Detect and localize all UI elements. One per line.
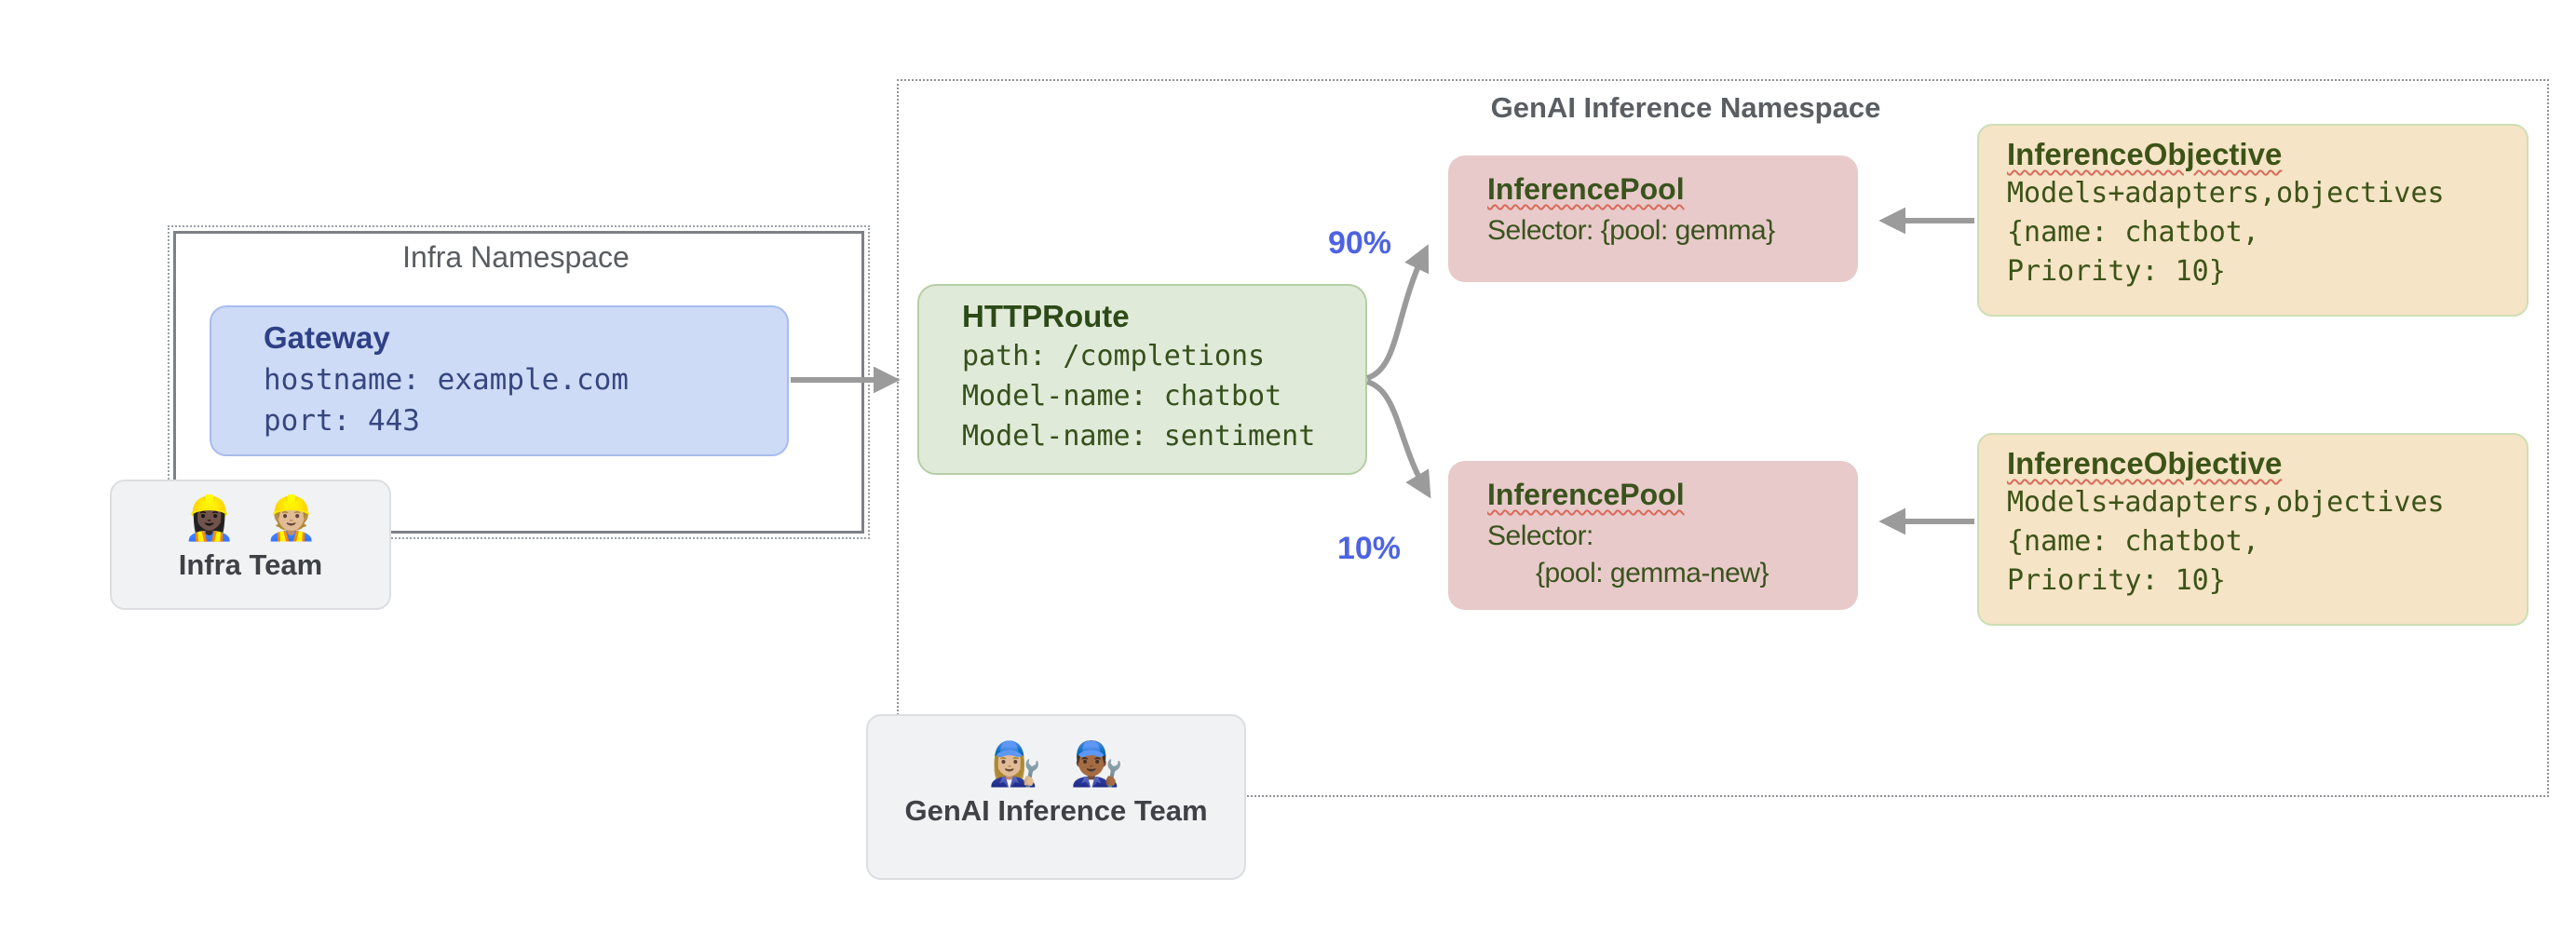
genai-inference-namespace-box	[897, 79, 2549, 797]
inferencepool-gemma-box: InferencePool Selector: {pool: gemma}	[1448, 156, 1858, 282]
construction-worker-emojis: 👷🏿‍♀️ 👷🏼	[183, 494, 319, 542]
inferencepool-gemma-new-title: InferencePool	[1487, 478, 1685, 511]
gateway-title: Gateway	[264, 320, 390, 355]
inferencepool-gemma-new-selector: Selector:	[1487, 521, 1593, 551]
httproute-model-chatbot: Model-name: chatbot	[962, 380, 1282, 412]
inferenceobjective-top-title: InferenceObjective	[2007, 137, 2283, 171]
mechanic-emojis: 👩🏼‍🔧 👨🏾‍🔧	[988, 739, 1124, 788]
inferenceobjective-bottom-title: InferenceObjective	[2007, 446, 2283, 480]
inferenceobjective-bottom-models: Models+adapters,objectives	[2007, 486, 2445, 519]
genai-inference-namespace-title: GenAI Inference Namespace	[1490, 91, 1881, 124]
inferenceobjective-top-priority: Priority: 10}	[2007, 255, 2226, 288]
inferenceobjective-bottom-name: {name: chatbot,	[2007, 525, 2259, 558]
infra-namespace-title: Infra Namespace	[402, 240, 630, 274]
genai-inference-team-box: 👩🏼‍🔧 👨🏾‍🔧 GenAI Inference Team	[866, 714, 1246, 880]
inferenceobjective-bottom-priority: Priority: 10}	[2007, 564, 2226, 597]
inferencepool-gemma-selector: Selector: {pool: gemma}	[1487, 215, 1775, 246]
gateway-hostname: hostname: example.com	[264, 363, 629, 397]
httproute-title: HTTPRoute	[962, 299, 1130, 333]
inferenceobjective-top-box: InferenceObjective Models+adapters,objec…	[1977, 124, 2529, 317]
inferenceobjective-top-name: {name: chatbot,	[2007, 216, 2259, 249]
infra-team-box: 👷🏿‍♀️ 👷🏼 Infra Team	[110, 480, 391, 610]
inferenceobjective-top-models: Models+adapters,objectives	[2007, 177, 2445, 210]
traffic-weight-90: 90%	[1327, 225, 1392, 261]
inferencepool-gemma-new-selector-value: {pool: gemma-new}	[1536, 558, 1769, 588]
httproute-box: HTTPRoute path: /completions Model-name:…	[917, 284, 1367, 475]
gateway-port: port: 443	[264, 404, 420, 438]
httproute-path: path: /completions	[962, 340, 1266, 372]
inferenceobjective-bottom-box: InferenceObjective Models+adapters,objec…	[1977, 433, 2529, 626]
httproute-model-sentiment: Model-name: sentiment	[962, 420, 1316, 453]
traffic-weight-10: 10%	[1336, 531, 1402, 566]
gateway-box: Gateway hostname: example.com port: 443	[210, 305, 789, 456]
inferencepool-gemma-title: InferencePool	[1487, 172, 1685, 206]
genai-inference-team-label: GenAI Inference Team	[904, 794, 1208, 827]
infra-team-label: Infra Team	[178, 548, 323, 581]
inferencepool-gemma-new-box: InferencePool Selector: {pool: gemma-new…	[1448, 461, 1858, 610]
